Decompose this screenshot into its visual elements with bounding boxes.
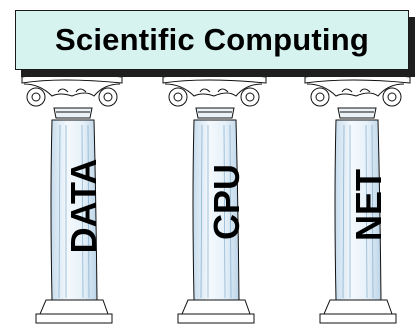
pillar-base [177, 299, 255, 324]
pillar-label: CPU [206, 164, 247, 240]
pillar-flutes [342, 124, 374, 299]
pillar-capital [162, 73, 267, 119]
pillar-label: NET [348, 169, 389, 241]
page-title: Scientific Computing [55, 22, 369, 57]
pillar-data: DATA [21, 73, 123, 324]
pillar-capital [21, 73, 123, 119]
pillar-label: DATA [63, 159, 104, 254]
pillar-flutes [200, 124, 232, 299]
pillar-base [35, 299, 113, 324]
pillar-base [319, 299, 397, 324]
title-banner: Scientific Computing [15, 10, 409, 70]
pillar-net: NET [304, 73, 411, 324]
pillar-cpu: CPU [162, 73, 267, 324]
pillar-capital [304, 73, 411, 119]
pillar-flutes [58, 124, 90, 299]
